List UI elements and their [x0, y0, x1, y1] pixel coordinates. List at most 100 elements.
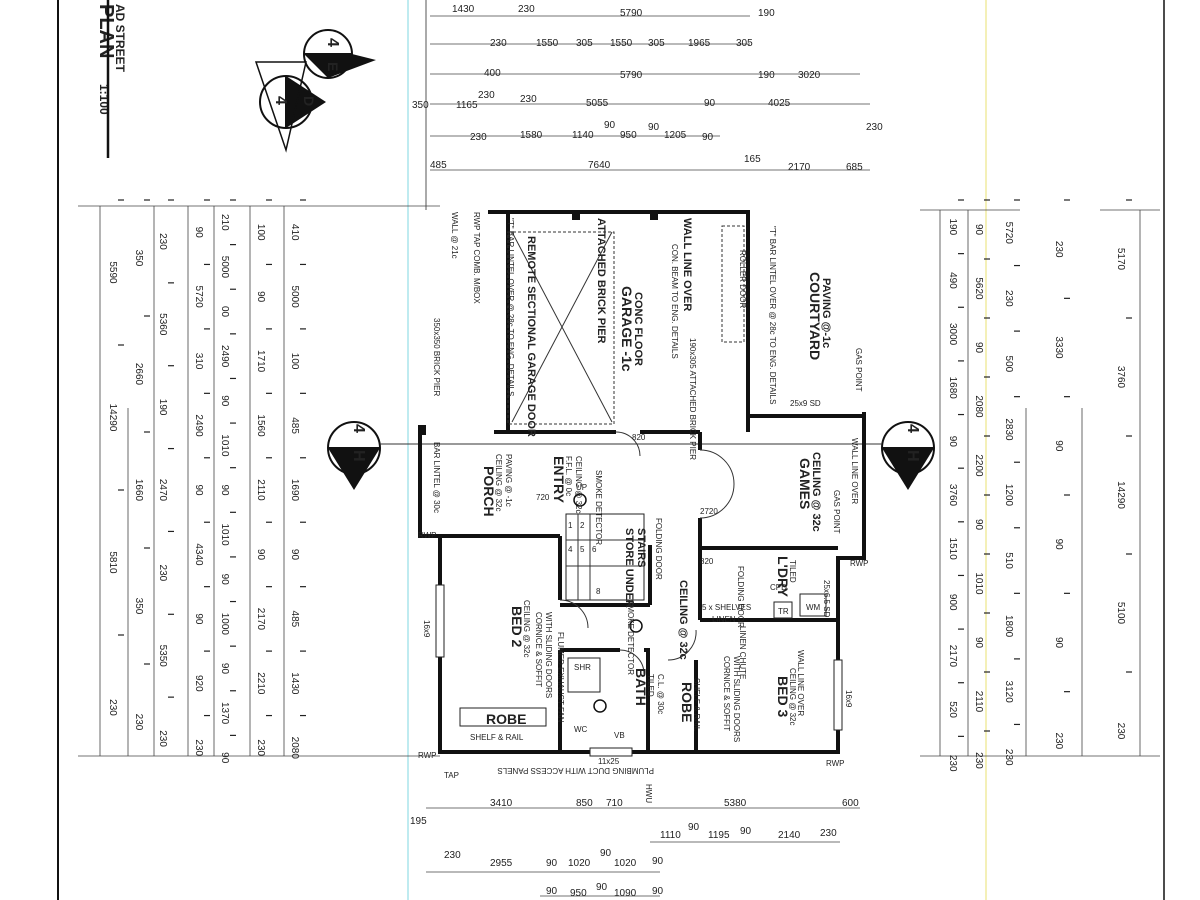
stair-number: 8	[596, 587, 601, 596]
stairs-up-note: UP	[576, 483, 587, 492]
dimension-strings-right	[920, 209, 1160, 757]
wall-over-note: WALL LINE OVER	[681, 218, 693, 311]
dim-label: 3760	[1115, 366, 1126, 389]
dim-label: 90	[219, 484, 230, 496]
dim-label: 510	[1003, 552, 1014, 569]
dim-label: 490	[947, 272, 958, 289]
smoke-detector-icon	[573, 493, 587, 507]
room-name: BED 3	[775, 676, 791, 717]
dim-label: 600	[842, 798, 859, 809]
dim-label: 90	[1053, 539, 1064, 551]
brick-pier	[418, 425, 426, 435]
dim-label: 5000	[289, 286, 300, 309]
dim-label: 1165	[456, 100, 478, 111]
room-detail: CORNICE & SOFFIT	[534, 612, 543, 687]
dim-label: 485	[289, 611, 300, 628]
dim-label: 4025	[768, 98, 791, 109]
dim-label: 5590	[107, 261, 118, 284]
dim-label: 90	[219, 574, 230, 586]
dim-label: 5100	[1115, 602, 1126, 625]
window-size: 11x25	[598, 757, 620, 766]
dim-label: 310	[193, 353, 204, 370]
room-name: PORCH	[481, 466, 497, 517]
dim-label: 350	[133, 250, 144, 267]
window	[589, 747, 633, 757]
section-letter: D	[301, 96, 317, 106]
room-detail: CEILING @ 32c	[788, 668, 797, 725]
sd-note: 25x6.5 SD	[822, 580, 831, 618]
dim-label: 710	[606, 798, 623, 809]
dim-label: 3000	[947, 323, 958, 346]
dim-label: 1550	[536, 38, 559, 49]
dim-label: 230	[157, 730, 168, 747]
door-swing	[667, 629, 697, 661]
dim-label: 5055	[586, 98, 609, 109]
dim-label: 2490	[193, 414, 204, 437]
stair-number: 6	[592, 545, 597, 554]
dim-label: 2490	[219, 345, 230, 368]
dim-label: 90	[947, 436, 958, 448]
stair-number: 1	[568, 521, 573, 530]
dim-label: 1010	[219, 434, 230, 457]
dim-label: 2080	[973, 395, 984, 418]
dim-label: 1000	[219, 613, 230, 636]
section-code: 4	[904, 424, 921, 433]
smoke-note: SMOKE DETECTOR	[626, 600, 635, 675]
rwp-note: RWP	[418, 531, 437, 540]
dim-label: 1090	[614, 888, 637, 899]
dim-label: 230	[470, 132, 487, 143]
dim-label: 2170	[788, 162, 811, 173]
rwp-note: RWP	[826, 759, 845, 768]
dim-label: 350	[412, 100, 429, 111]
dim-label: 100	[255, 224, 266, 241]
dim-label: 2110	[255, 479, 266, 501]
room-detail: WITH SLIDING DOORS	[732, 656, 741, 742]
dim-label: 1560	[255, 414, 266, 437]
porch-label: PORCH CEILING @ 32c PAVING @ -1c	[481, 454, 513, 517]
dim-label: 1370	[219, 702, 230, 725]
room-name: L'DRY	[775, 556, 791, 598]
dim-label: 90	[596, 882, 608, 893]
dim-label: 1510	[947, 538, 958, 561]
door-size: 820	[632, 433, 646, 442]
room-detail: WITH SLIDING DOORS	[544, 612, 553, 698]
dim-label: 230	[1115, 723, 1126, 740]
gas-point-note: GAS POINT	[832, 490, 841, 534]
shelves-note: 5 x SHELVES	[702, 603, 751, 612]
dim-label: 90	[289, 549, 300, 561]
linen-chute-note: LINEN CHUTE	[738, 626, 747, 679]
dim-label: 1800	[1003, 615, 1014, 638]
tr-box	[773, 601, 793, 619]
dim-label: 1195	[708, 830, 730, 841]
robe2-label: ROBE SHELF & RAIL	[679, 678, 701, 732]
room-detail: CEILING @ 32c	[494, 454, 503, 511]
dim-label: 230	[973, 752, 984, 769]
dim-label: 210	[219, 214, 230, 231]
dim-label: 230	[444, 850, 461, 861]
robe-box	[459, 707, 547, 727]
dim-label: 1660	[133, 479, 144, 502]
dim-label: 90	[604, 120, 616, 131]
dim-label: 90	[546, 858, 558, 869]
title-block: PLAN 1:100 AD STREET	[95, 4, 127, 115]
window-size: 16x9	[422, 620, 431, 638]
dim-label: 2080	[289, 737, 300, 760]
wm-box	[799, 593, 827, 617]
rwp-note: RWP	[850, 559, 869, 568]
dim-label: 90	[1053, 440, 1064, 452]
dim-label: 5000	[219, 256, 230, 279]
dim-label: 90	[740, 826, 752, 837]
dim-label: 2660	[133, 363, 144, 386]
dim-label: 1690	[289, 479, 300, 502]
room-detail: CEILING @ 32c	[810, 452, 822, 532]
dim-label: 230	[1053, 732, 1064, 749]
dim-label: 305	[648, 38, 665, 49]
dim-label: 410	[289, 224, 300, 241]
section-code: 4	[324, 38, 341, 47]
dim-label: 2140	[778, 830, 801, 841]
tap-note: TAP	[444, 771, 459, 780]
wc-label: WC	[574, 725, 588, 734]
dim-label: 1580	[520, 130, 543, 141]
dim-label: 230	[157, 565, 168, 582]
dim-label: 1010	[973, 572, 984, 595]
